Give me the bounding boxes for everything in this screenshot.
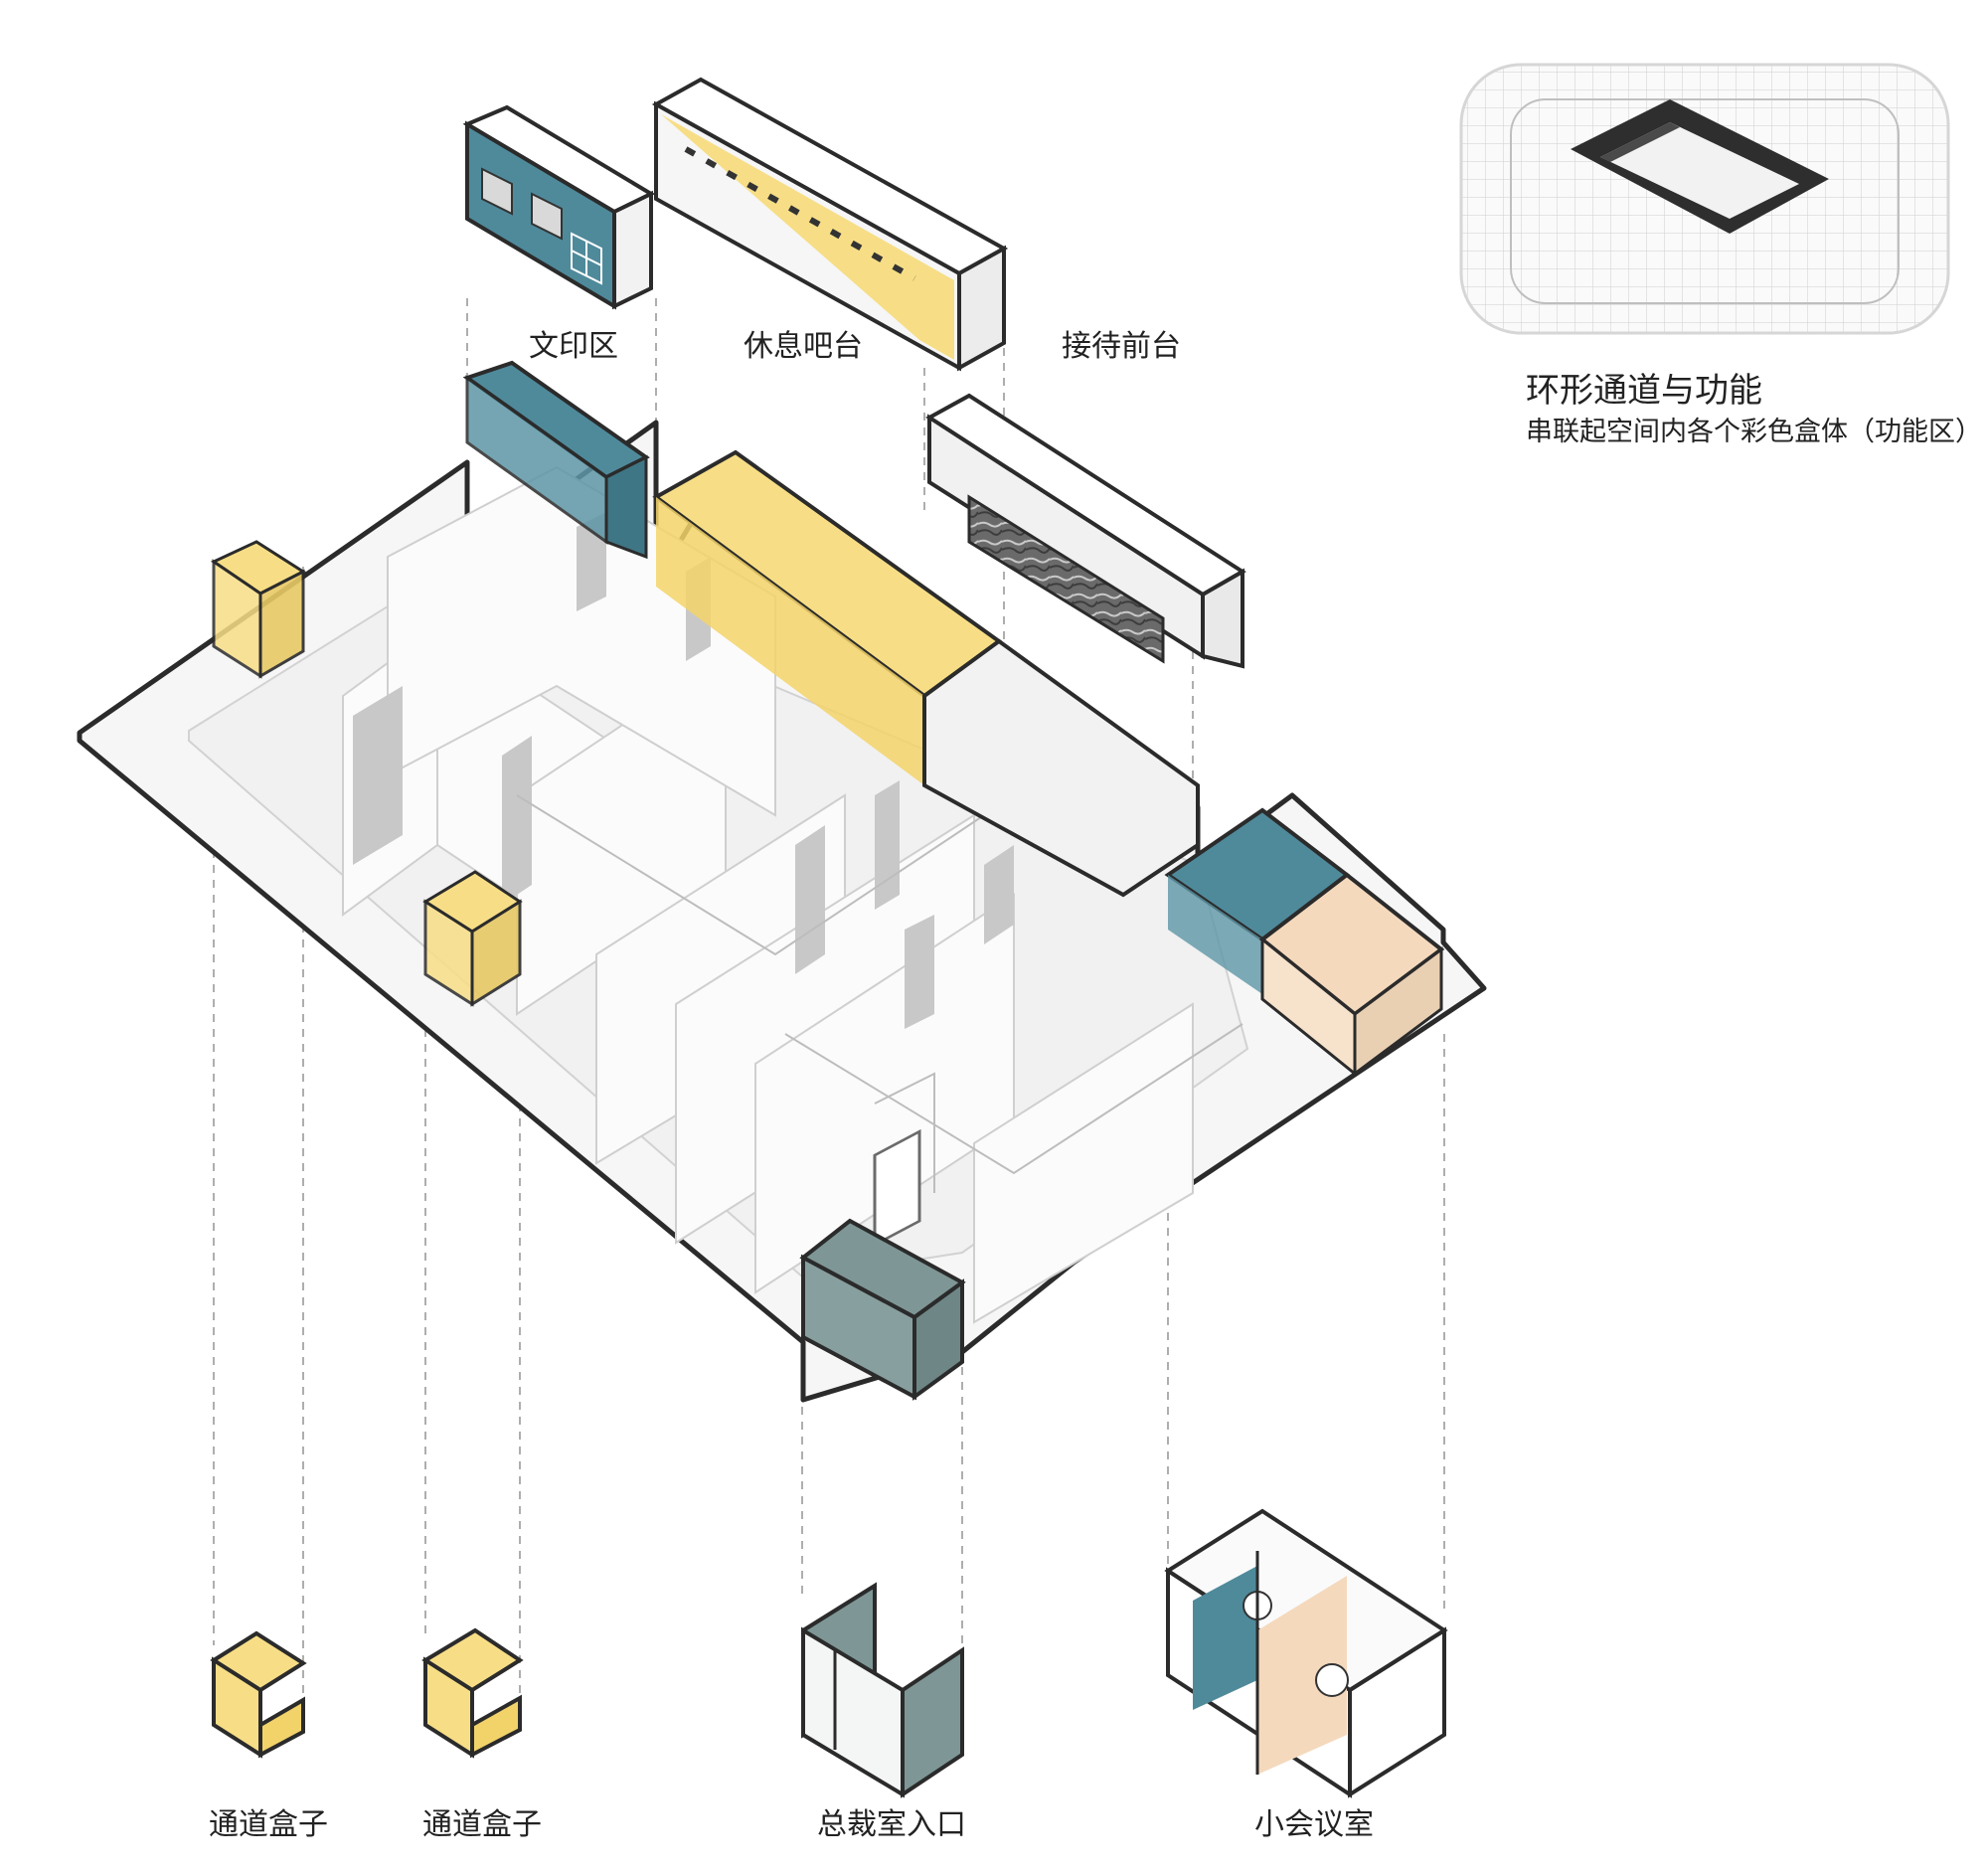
print-area-module xyxy=(462,104,656,310)
label-small-meeting-room: 小会议室 xyxy=(1254,1807,1374,1842)
legend-subtitle: 串联起空间内各个彩色盒体（功能区） xyxy=(1526,417,1982,447)
meeting-room-on-plan xyxy=(1164,807,1445,1078)
small-meeting-room xyxy=(1164,1508,1448,1798)
reception-module xyxy=(925,393,1246,669)
passage-box-2 xyxy=(421,1627,524,1759)
projection-lines xyxy=(213,298,1445,1695)
label-print-area: 文印区 xyxy=(529,329,618,364)
room-outlines xyxy=(516,794,1243,1248)
printer-icon xyxy=(481,167,563,241)
bar-volume-on-plan xyxy=(652,449,1200,898)
label-passage-box-2: 通道盒子 xyxy=(422,1807,542,1842)
shelf-icon xyxy=(571,232,602,285)
legend-title: 环形通道与功能 xyxy=(1526,371,1762,411)
president-entrance-box xyxy=(801,1582,964,1798)
label-rest-bar: 休息吧台 xyxy=(744,329,863,364)
president-box-on-plan xyxy=(799,1218,966,1401)
print-box-on-plan xyxy=(462,360,650,560)
label-reception: 接待前台 xyxy=(1062,329,1181,364)
passage-box-1 xyxy=(210,1630,307,1759)
reference-plan-thumbnail xyxy=(1459,63,1950,335)
passage-box-1-on-plan xyxy=(210,540,307,679)
passage-box-2-on-plan xyxy=(422,870,523,1007)
label-president-entrance: 总裁室入口 xyxy=(817,1807,966,1842)
rest-bar-module xyxy=(651,77,1009,372)
label-passage-box-1: 通道盒子 xyxy=(209,1807,328,1842)
